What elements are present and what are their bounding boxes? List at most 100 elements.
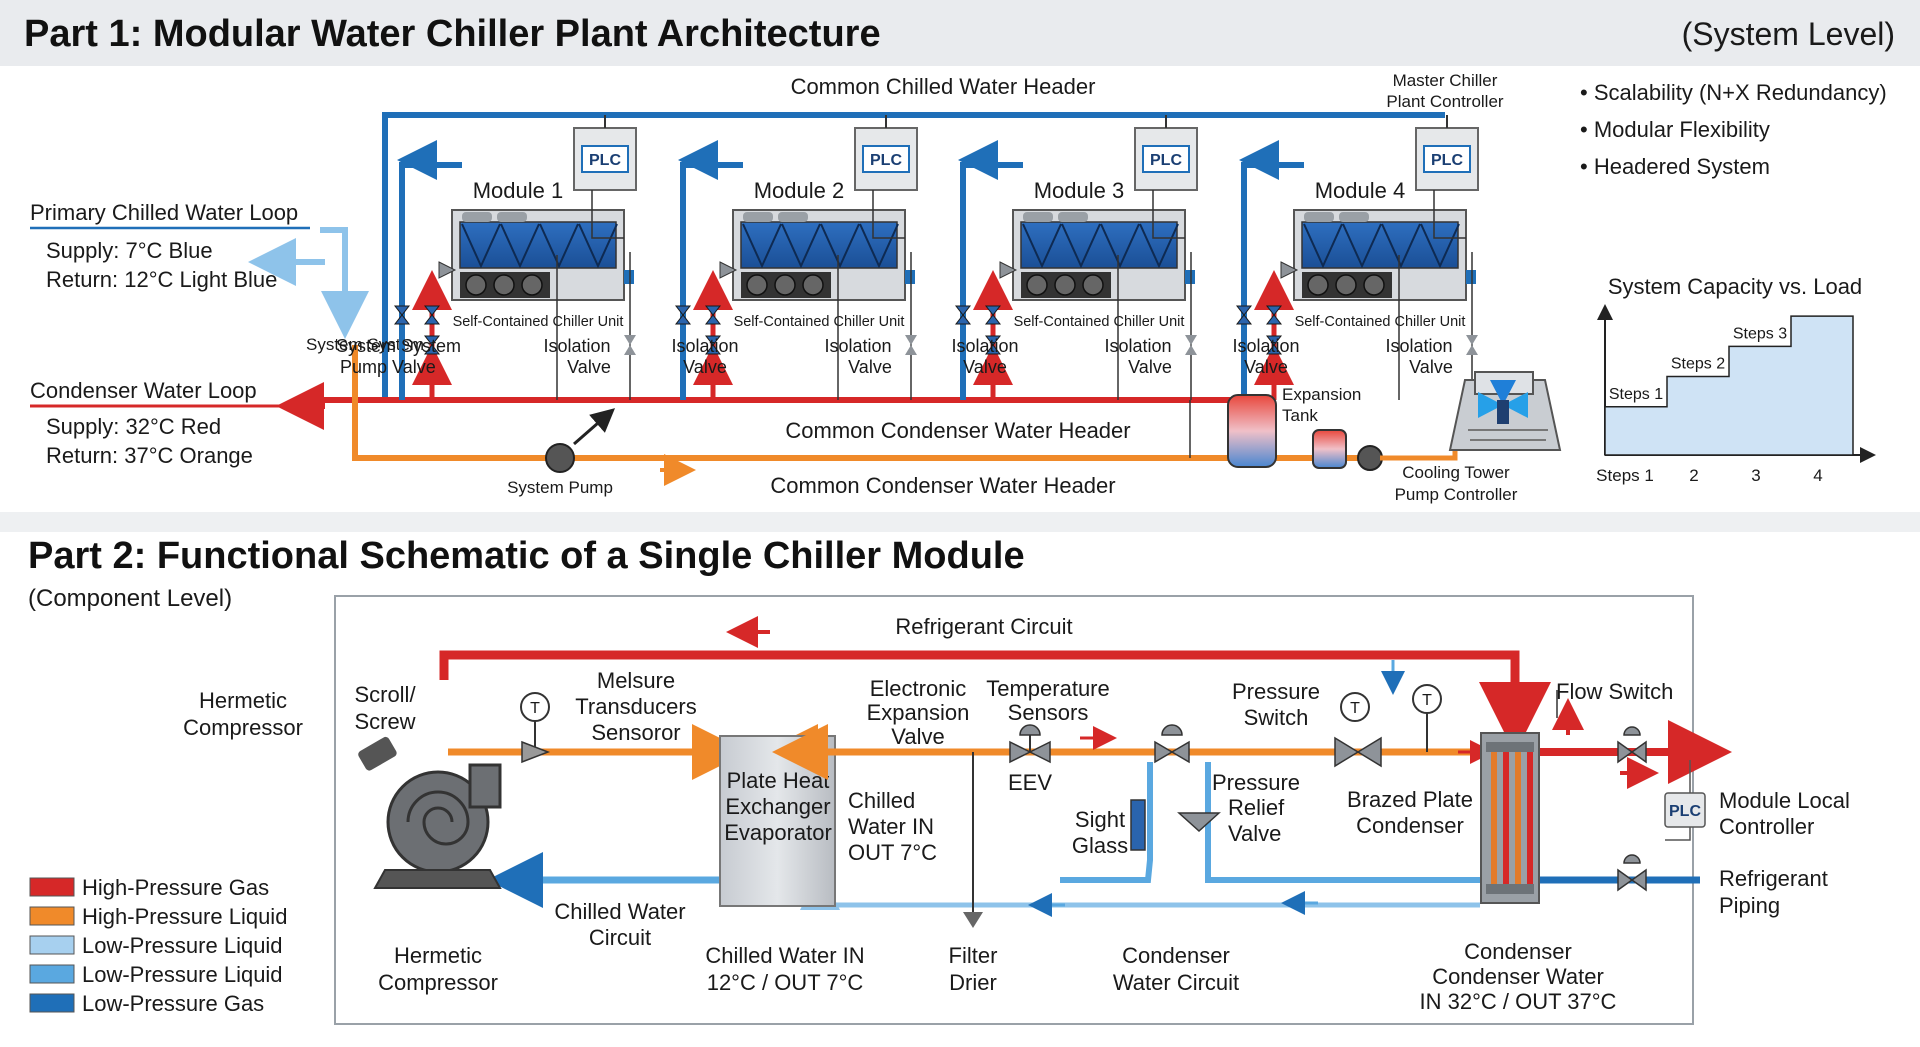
fan-housing [1304,212,1334,222]
temp-gauge-2-t: T [1350,700,1360,717]
fan-icon [1026,274,1048,296]
schematic-frame [334,595,1694,1025]
fan-housing [1023,212,1053,222]
coil-fin [742,223,782,269]
isolation-valve-icon [393,314,411,325]
outlet-valve-icon [1617,726,1647,764]
refrigerant-circuit-pipe [439,650,1551,754]
legend-label: Low-Pressure Liquid [82,933,283,958]
isolation-valve-label: Isolation [1104,336,1171,356]
isolation-valve-icon [423,314,441,325]
temperature-gauge-t: T [530,700,540,717]
bullet-2: • Modular Flexibility [1580,117,1770,142]
eev-valve-icon [1009,724,1051,764]
fan-housing [462,212,492,222]
coil-fin [1381,223,1421,269]
isolation-valve-label: Valve [567,357,611,377]
expansion-tank-label-1: Expansion [1282,385,1361,404]
system-label: System System [336,336,461,356]
chilled-water-in-label-1: Chilled [848,788,915,813]
unit-outlet [624,270,634,284]
isolation-valve-icon [1466,335,1478,345]
primary-loop-title: Primary Chilled Water Loop [30,200,298,225]
fan-icon [1363,274,1385,296]
left-isolation-label: Isolation [951,336,1018,356]
chiller-unit-label: Self-Contained Chiller Unit [1295,314,1466,330]
chilled-water-io-label-2: 12°C / OUT 7°C [707,970,864,995]
coil-fin [500,223,540,269]
unit-outlet [905,270,915,284]
system-pump-label: System Pump [507,478,613,497]
unit-outlet [1466,270,1476,284]
pressure-relief-valve-icon [1177,812,1221,833]
tower-pipe [1380,440,1458,461]
fan-icon [1307,274,1329,296]
step-x-tick: 2 [1689,466,1698,485]
fan-icon [746,274,768,296]
unit-inlet-valve-icon [999,261,1018,279]
isolation-valve-icon [905,335,917,345]
master-controller-label-1: Master Chiller [1393,71,1498,90]
common-condenser-header-label-1: Common Condenser Water Header [785,418,1130,443]
chiller-coil-panel [1020,221,1178,269]
part2-title: Part 2: Functional Schematic of a Single… [28,535,1025,577]
plc-control-line [1433,190,1466,239]
plc-display [581,145,629,173]
isolation-valve-icon [1265,314,1283,325]
legend-label: High-Pressure Liquid [82,904,287,929]
isolation-valve-icon [954,305,972,316]
eev-label-1: Electronic [870,676,967,701]
step-x-tick: Steps 1 [1596,466,1654,485]
refrigerant-circuit-label: Refrigerant Circuit [895,614,1072,639]
temp-gauge-3-t: T [1422,692,1432,709]
hermetic-compressor-icon [358,736,502,889]
isolation-valve-icon [954,314,972,325]
master-controller-label-2: Plant Controller [1386,92,1504,111]
fan-icon [802,274,824,296]
phe-label-1: Plate Heat [727,768,830,793]
condenser-water-io-label-1: Condenser [1464,939,1572,964]
chilled-water-in-label-2: Water IN [848,814,934,839]
pressure-switch-label-1: Pressure [1232,679,1320,704]
brazed-condenser-label-2: Condenser [1356,813,1464,838]
step-x-tick: 4 [1813,466,1822,485]
brazed-plate-condenser-icon [1480,732,1540,904]
legend-label: Low-Pressure Liquid [82,962,283,987]
left-isolation-label: Isolation [671,336,738,356]
isolation-valve-icon [393,305,411,316]
temp-sensors-label-1: Temperature [986,676,1110,701]
hermetic-compressor-bottom-1: Hermetic [394,943,482,968]
step-label: Steps 3 [1733,325,1787,342]
eev-short-label: EEV [1008,770,1052,795]
chilled-water-circuit-label-1: Chilled Water [554,899,685,924]
cooling-tower-pump-icon [1357,445,1383,471]
plc-control-line [591,190,624,239]
hermetic-compressor-bottom-2: Compressor [378,970,498,995]
isolation-valve-icon [624,335,636,345]
isolation-valve-icon [423,344,441,355]
module-local-controller-label-1: Module Local [1719,788,1850,813]
isolation-valve-icon [905,345,917,355]
condenser-water-circuit-label-1: Condenser [1122,943,1230,968]
fan-housing [1058,212,1088,222]
left-isolation-label: Isolation [1232,336,1299,356]
chilled-water-io-label-1: Chilled Water IN [705,943,864,968]
plc-display [1423,145,1471,173]
common-condenser-header-label-2: Common Condenser Water Header [770,473,1115,498]
fan-icon [1335,274,1357,296]
pump-pointer-arrow [573,408,616,446]
fan-icon [774,274,796,296]
chiller-coil-panel [740,221,898,269]
sight-glass-label-2: Glass [1072,833,1128,858]
isolation-valve-icon [984,314,1002,325]
plc-display [862,145,910,173]
coil-fin [820,223,860,269]
common-chilled-water-header-label: Common Chilled Water Header [791,74,1096,99]
chiller-unit-label: Self-Contained Chiller Unit [453,314,624,330]
